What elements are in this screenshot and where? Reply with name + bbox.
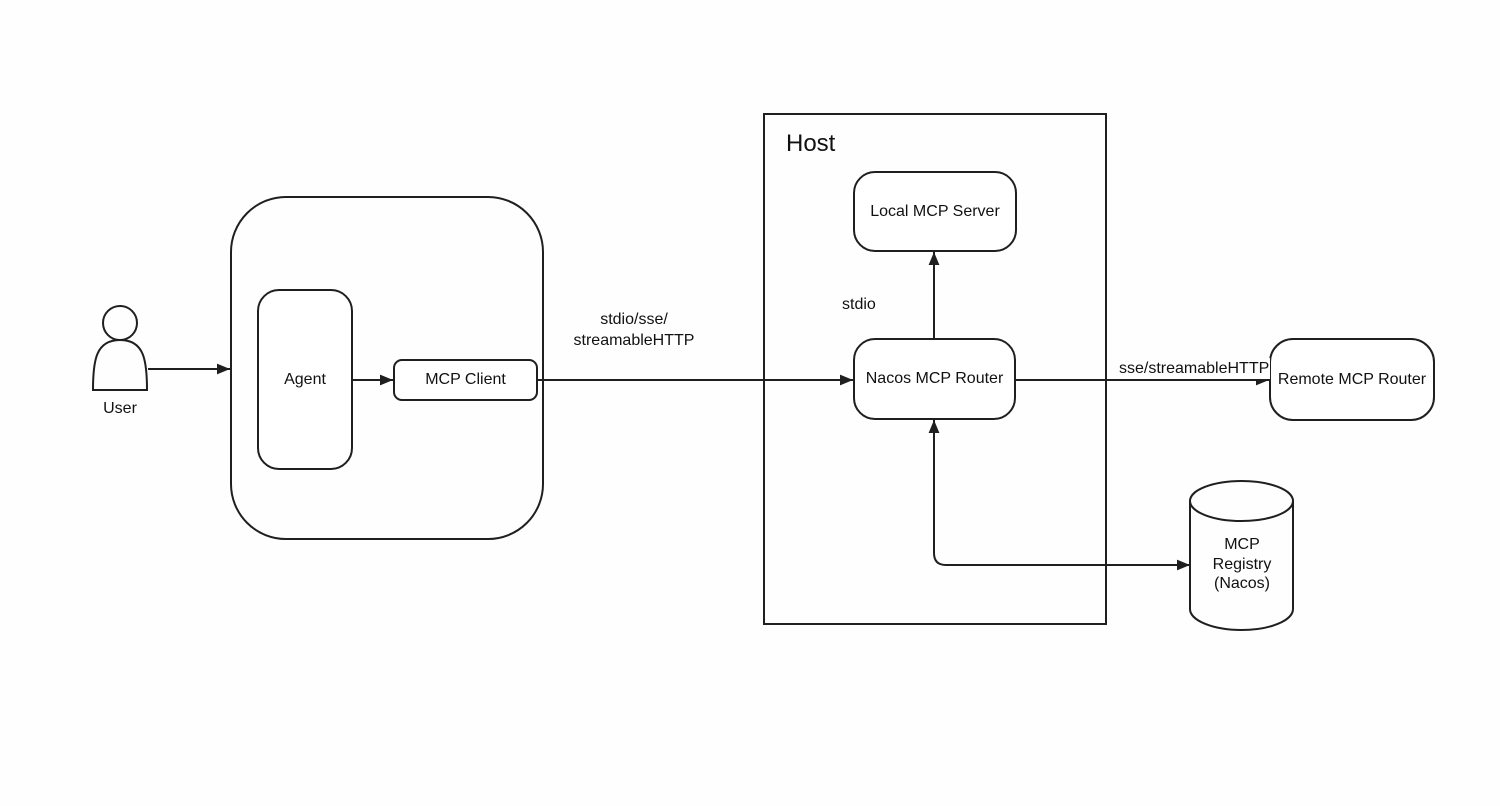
local-mcp-server-label: Local MCP Server: [870, 202, 1000, 220]
agent-label: Agent: [284, 370, 326, 388]
mcp-client-node: MCP Client: [393, 359, 538, 401]
mcp-client-label: MCP Client: [425, 371, 506, 388]
agent-container-box: [230, 196, 544, 540]
database-body-icon: [1189, 501, 1294, 631]
nacos-mcp-router-label: Nacos MCP Router: [865, 370, 1004, 387]
agent-node: Agent: [257, 289, 353, 470]
edge-label-stdio: stdio: [842, 296, 876, 313]
local-mcp-server-node: Local MCP Server: [853, 171, 1017, 252]
user-head-icon: [102, 305, 138, 341]
remote-mcp-router-label: Remote MCP Router: [1277, 370, 1427, 388]
remote-mcp-router-node: Remote MCP Router: [1269, 338, 1435, 421]
host-box: [763, 113, 1107, 625]
user-label: User: [103, 400, 137, 417]
edge-nacos-router-to-mcp-registry: [928, 420, 1190, 571]
edge-label-sse-streamablehttp: sse/streamableHTTP: [1118, 358, 1271, 379]
edge-label-stdio-sse-streamablehttp: stdio/sse/ streamableHTTP: [573, 311, 695, 349]
database-top-icon: [1189, 480, 1294, 522]
user-icon: [91, 305, 149, 391]
nacos-mcp-router-node: Nacos MCP Router: [853, 338, 1016, 420]
host-label: Host: [786, 130, 836, 157]
database-icon: [1189, 480, 1294, 631]
mcp-registry-label: MCP Registry (Nacos): [1212, 536, 1272, 592]
user-body-icon: [91, 338, 149, 391]
